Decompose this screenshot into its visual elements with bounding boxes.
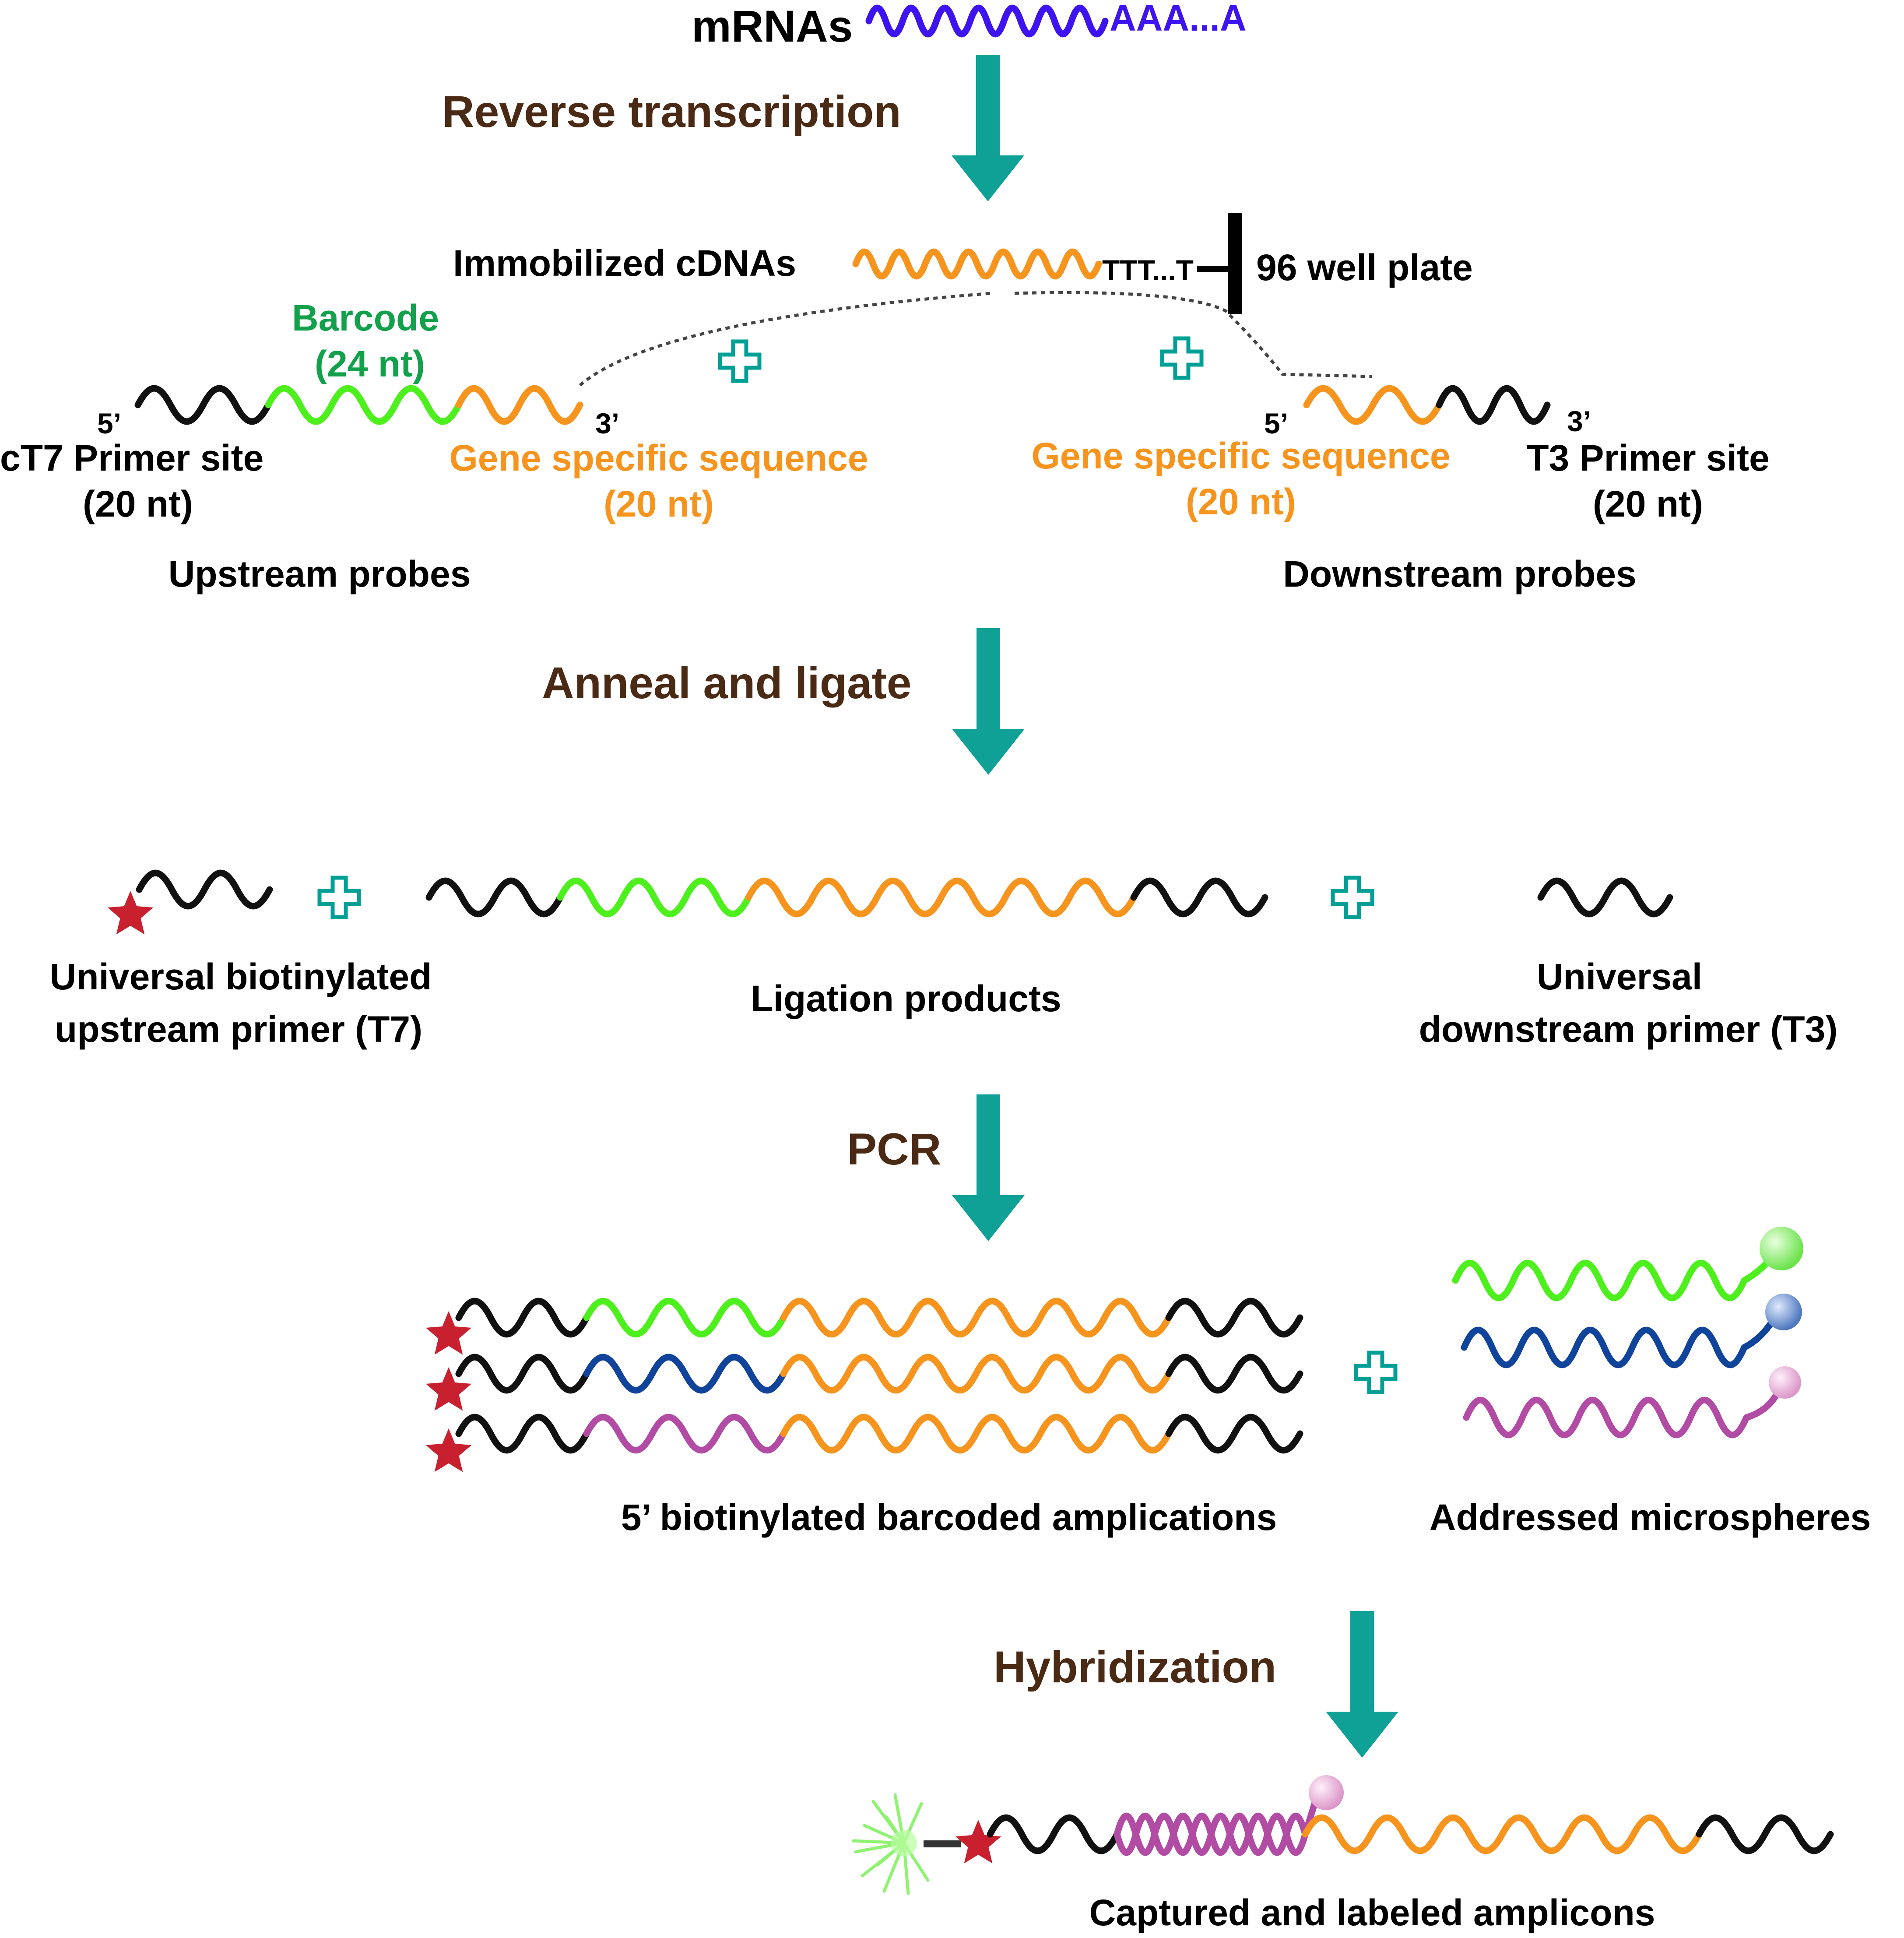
ligation-primer-right-segment — [1130, 877, 1268, 918]
downstream-primer-label-line1: Universal — [1537, 956, 1702, 997]
captured-bead-pink — [1309, 1775, 1344, 1810]
polyt-label: TTT...T — [1102, 254, 1194, 286]
downstream-primer-segment — [1436, 385, 1551, 425]
plus-icon — [718, 339, 762, 383]
plus-icon — [1160, 336, 1204, 380]
captured-primer-right — [1696, 1814, 1834, 1854]
plus-icon — [317, 876, 361, 919]
upstream-primer-site-label: cT7 Primer site — [0, 437, 263, 478]
microspheres-label: Addressed microspheres — [1430, 1497, 1871, 1538]
universal-downstream-primer-strand — [1537, 877, 1673, 918]
plus-icon — [1354, 1351, 1398, 1394]
upstream-probes-title: Upstream probes — [169, 553, 471, 594]
upstream-primer-segment — [134, 385, 272, 425]
step-label-pcr: PCR — [847, 1124, 941, 1174]
mrna-strand — [865, 4, 1109, 38]
cdna-label: Immobilized cDNAs — [453, 243, 796, 284]
ligation-products-label: Ligation products — [751, 978, 1061, 1019]
downstream-primer-length: (20 nt) — [1593, 483, 1703, 524]
microsphere-bead-pink — [1769, 1366, 1801, 1399]
captured-primer-left — [987, 1814, 1121, 1854]
biotin-star-icon — [425, 1367, 472, 1411]
step-arrow-reverse-transcription — [952, 55, 1024, 201]
upstream-gene-length: (20 nt) — [604, 483, 714, 524]
amplicon-3-barcode-purple — [583, 1414, 787, 1454]
downstream-five-prime: 5’ — [1264, 407, 1288, 440]
biotin-star-icon — [425, 1428, 472, 1472]
polya-tail-label: AAA...A — [1110, 0, 1247, 39]
step-arrow-pcr — [952, 1094, 1025, 1241]
amplicon-1-primer-right — [1165, 1298, 1303, 1338]
barcode-length: (24 nt) — [315, 343, 425, 384]
downstream-gene-length: (20 nt) — [1186, 481, 1296, 522]
amplicon-2-gene — [780, 1354, 1172, 1394]
downstream-primer-label-line2: downstream primer (T3) — [1419, 1009, 1838, 1050]
amplifications-label: 5’ biotinylated barcoded amplications — [621, 1497, 1277, 1538]
cdna-strand — [852, 248, 1102, 280]
upstream-primer-label-line2: upstream primer (T7) — [55, 1009, 422, 1050]
plate-bar — [1228, 213, 1242, 314]
step-label-hybridization: Hybridization — [994, 1642, 1276, 1692]
microsphere-probe-blue — [1461, 1326, 1748, 1368]
downstream-primer-site-label: T3 Primer site — [1526, 437, 1770, 478]
amplicon-3-gene — [780, 1414, 1172, 1454]
biotin-star-icon — [955, 1820, 1001, 1864]
upstream-primer-label-line1: Universal biotinylated — [50, 956, 432, 997]
upstream-gene-segment — [455, 385, 583, 425]
downstream-probes-title: Downstream probes — [1283, 553, 1637, 594]
step-arrow-hybridization — [1326, 1611, 1398, 1758]
universal-upstream-primer-strand — [136, 869, 273, 910]
barcode-title: Barcode — [292, 297, 439, 338]
amplicon-1-gene — [780, 1298, 1172, 1338]
upstream-primer-length: (20 nt) — [83, 483, 193, 524]
step-arrow-anneal-ligate — [952, 628, 1025, 775]
microsphere-bead-blue — [1765, 1294, 1802, 1330]
captured-amplicons-label: Captured and labeled amplicons — [1089, 1892, 1655, 1933]
captured-duplex-strand-b — [1114, 1812, 1309, 1856]
plus-icon — [1331, 876, 1374, 919]
plate-label: 96 well plate — [1256, 247, 1473, 288]
microsphere-bead-green — [1760, 1227, 1803, 1270]
biotin-star-icon — [425, 1311, 472, 1355]
downstream-gene-segment — [1303, 385, 1443, 425]
biotin-star-icon — [107, 891, 154, 935]
amplicon-1-barcode-green — [583, 1298, 787, 1338]
upstream-three-prime: 3’ — [595, 407, 619, 440]
upstream-annealing-hint — [579, 292, 992, 387]
microsphere-probe-green — [1452, 1259, 1748, 1301]
downstream-three-prime: 3’ — [1567, 405, 1591, 437]
step-label-reverse-transcription: Reverse transcription — [442, 87, 901, 137]
amplicon-2-primer-left — [455, 1354, 590, 1394]
amplicon-3-primer-left — [455, 1414, 590, 1454]
upstream-barcode-segment — [265, 385, 462, 425]
amplicon-2-barcode-blue — [583, 1354, 787, 1394]
microsphere-probe-purple — [1463, 1396, 1750, 1439]
amplicon-1-primer-left — [455, 1298, 590, 1338]
downstream-gene-label: Gene specific sequence — [1031, 435, 1450, 476]
ligation-barcode-segment — [557, 877, 752, 918]
amplicon-2-primer-right — [1165, 1354, 1303, 1394]
upstream-five-prime: 5’ — [97, 407, 121, 440]
step-label-anneal-ligate: Anneal and ligate — [542, 658, 912, 708]
ligation-gene-segment — [745, 877, 1137, 918]
upstream-gene-label: Gene specific sequence — [449, 437, 868, 478]
fluorophore-burst-icon — [852, 1793, 930, 1895]
captured-gene — [1302, 1814, 1703, 1854]
amplicon-3-primer-right — [1165, 1414, 1303, 1454]
ligation-primer-left-segment — [425, 877, 564, 918]
mrna-label: mRNAs — [692, 1, 853, 51]
